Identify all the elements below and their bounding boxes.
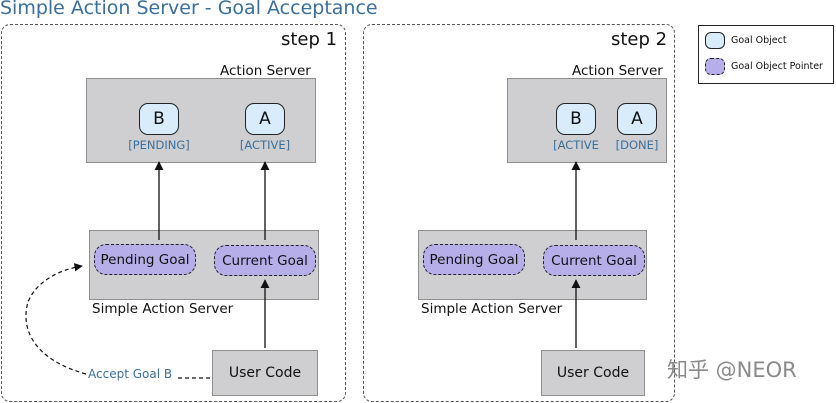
diagram-title: Simple Action Server - Goal Acceptance [0, 0, 378, 19]
step2-user-code: User Code [541, 350, 645, 396]
step2-pending-goal: Pending Goal [423, 244, 525, 275]
legend: Goal Object Goal Object Pointer [698, 25, 834, 84]
step1-goal-b-state: [PENDING] [128, 138, 190, 152]
step2-goal-b-state: [ACTIVE [553, 138, 599, 152]
watermark: 知乎 @NEOR [667, 358, 797, 382]
legend-goal-pointer-label: Goal Object Pointer [731, 61, 823, 72]
step1-label: step 1 [281, 29, 338, 50]
step2-panel [363, 24, 675, 402]
step1-pending-goal: Pending Goal [94, 244, 196, 275]
legend-goal-object-label: Goal Object [731, 35, 787, 46]
step2-goal-b: B [556, 103, 596, 135]
step2-goal-a-state: [DONE] [615, 138, 659, 152]
step2-goal-a: A [617, 103, 657, 135]
step1-action-server-label: Action Server [220, 63, 311, 79]
step1-goal-a: A [245, 103, 285, 135]
step1-goal-a-state: [ACTIVE] [239, 138, 291, 152]
step1-current-goal: Current Goal [214, 245, 316, 276]
step1-user-code: User Code [212, 350, 318, 396]
step2-simple-action-server-label: Simple Action Server [421, 301, 563, 317]
legend-goal-object-swatch [705, 32, 725, 49]
step1-accept-goal-label: Accept Goal B [88, 367, 173, 381]
legend-goal-pointer-swatch [705, 58, 725, 75]
step1-goal-b: B [139, 103, 179, 135]
step1-simple-action-server-label: Simple Action Server [92, 301, 234, 317]
step2-label: step 2 [611, 29, 668, 50]
step1-panel [1, 24, 346, 402]
step1-arrow-accept-goal [25, 266, 210, 379]
step2-current-goal: Current Goal [543, 245, 645, 276]
step2-action-server-label: Action Server [572, 63, 663, 79]
